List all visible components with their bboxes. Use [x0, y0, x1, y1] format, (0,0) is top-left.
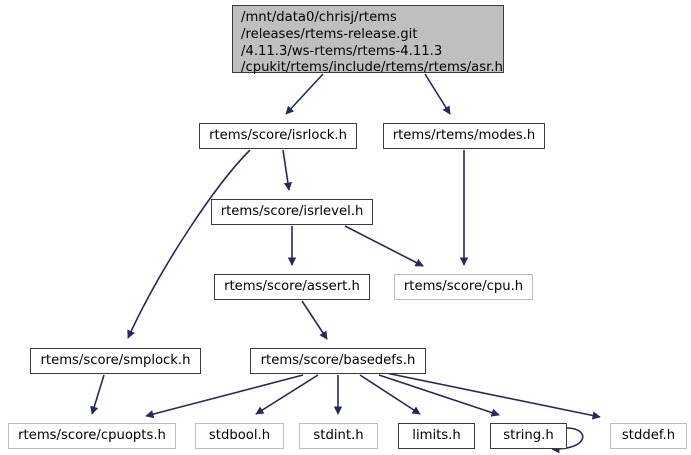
- node-stdint-label: stdint.h: [313, 427, 364, 443]
- node-stdbool[interactable]: stdbool.h: [195, 423, 284, 449]
- node-isrlevel[interactable]: rtems/score/isrlevel.h: [211, 199, 373, 225]
- node-cpu[interactable]: rtems/score/cpu.h: [394, 274, 533, 300]
- edge-smplock-to-cpuopts: [90, 374, 105, 415]
- node-root[interactable]: /mnt/data0/chrisj/rtems /releases/rtems-…: [232, 5, 504, 75]
- node-limits-label: limits.h: [412, 427, 461, 443]
- edge-basedefs-to-stdbool: [255, 374, 319, 415]
- edge-basedefs-to-stddef: [385, 372, 601, 420]
- node-limits[interactable]: limits.h: [398, 423, 475, 449]
- node-cpuopts[interactable]: rtems/score/cpuopts.h: [8, 423, 176, 449]
- node-cpuopts-label: rtems/score/cpuopts.h: [18, 427, 166, 443]
- edge-basedefs-to-cpuopts: [145, 374, 304, 419]
- edge-basedefs-to-limits: [359, 374, 421, 415]
- node-assert[interactable]: rtems/score/assert.h: [214, 274, 370, 300]
- node-basedefs-label: rtems/score/basedefs.h: [260, 352, 416, 368]
- node-string[interactable]: string.h: [490, 423, 567, 449]
- edge-isrlock-to-isrlevel: [282, 149, 293, 191]
- node-stdint[interactable]: stdint.h: [299, 423, 378, 449]
- node-modes[interactable]: rtems/rtems/modes.h: [383, 123, 545, 149]
- node-root-label: /mnt/data0/chrisj/rtems /releases/rtems-…: [241, 10, 503, 76]
- node-basedefs[interactable]: rtems/score/basedefs.h: [250, 348, 426, 374]
- node-assert-label: rtems/score/assert.h: [224, 278, 360, 294]
- node-smplock[interactable]: rtems/score/smplock.h: [30, 348, 201, 374]
- edge-root-to-modes: [424, 73, 451, 115]
- node-string-label: string.h: [503, 427, 554, 443]
- node-isrlock[interactable]: rtems/score/isrlock.h: [199, 123, 357, 149]
- node-isrlock-label: rtems/score/isrlock.h: [209, 127, 347, 143]
- edge-assert-to-basedefs: [301, 300, 328, 340]
- edge-isrlock-to-smplock: [127, 149, 251, 339]
- edge-basedefs-to-string: [378, 374, 500, 417]
- node-stddef[interactable]: stddef.h: [610, 423, 687, 449]
- edge-root-to-isrlock: [285, 73, 324, 115]
- node-cpu-label: rtems/score/cpu.h: [403, 278, 524, 294]
- node-modes-label: rtems/rtems/modes.h: [392, 127, 536, 143]
- node-stdbool-label: stdbool.h: [208, 427, 271, 443]
- node-stddef-label: stddef.h: [621, 427, 676, 443]
- edge-isrlevel-to-cpu: [344, 225, 424, 267]
- node-smplock-label: rtems/score/smplock.h: [40, 352, 191, 368]
- node-isrlevel-label: rtems/score/isrlevel.h: [220, 203, 364, 219]
